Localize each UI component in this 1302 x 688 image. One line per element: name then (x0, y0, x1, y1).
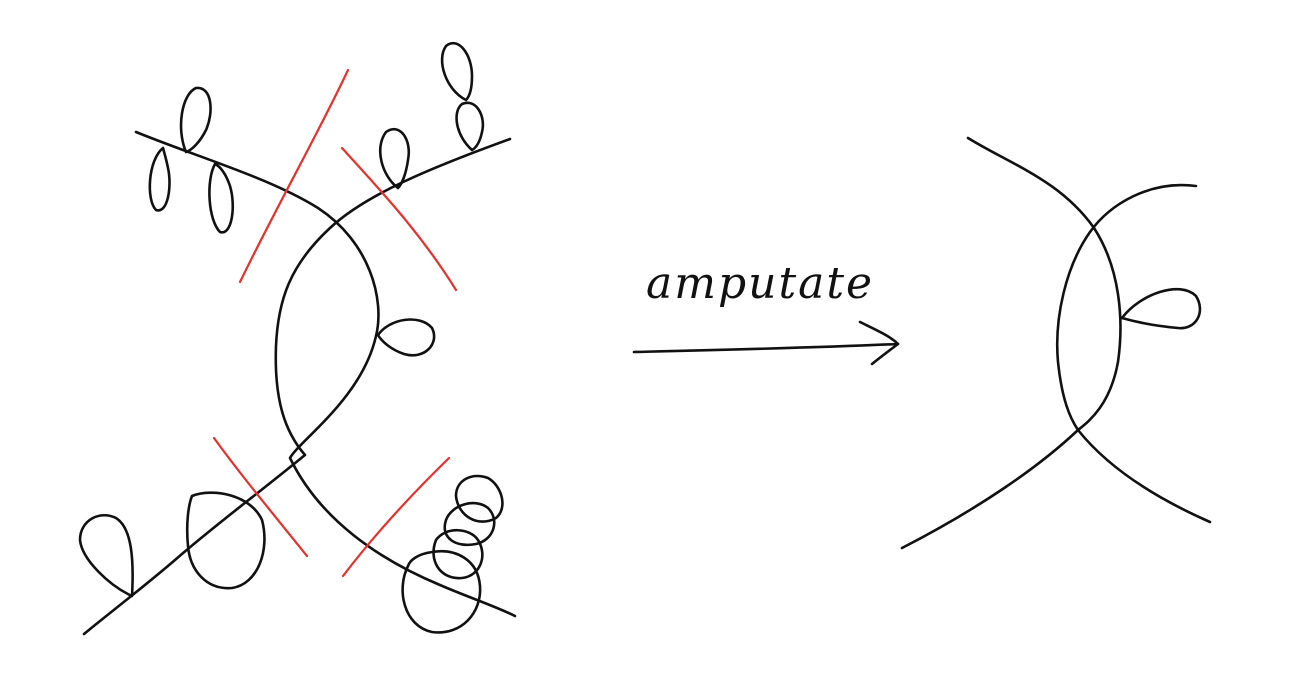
cut-mark-lower-right (341, 456, 451, 578)
loop-lr-3 (443, 501, 496, 547)
cut-mark-upper-right (340, 146, 458, 292)
cut-marks (212, 68, 458, 578)
left-graph (78, 42, 517, 636)
left-curve-b (82, 137, 512, 636)
loop-lr-1 (401, 549, 482, 634)
loop-ur-3 (440, 42, 474, 102)
loop-ul-3 (208, 162, 234, 234)
cut-mark-upper-left (238, 68, 350, 284)
arrow-shaft (632, 342, 900, 354)
arrow-label: amputate (646, 258, 875, 309)
right-loop (1120, 287, 1202, 330)
right-graph (900, 136, 1212, 550)
loop-lr-4 (454, 474, 504, 523)
loop-ur-1 (378, 128, 411, 190)
arrow-head (858, 320, 900, 366)
loop-ul-1 (179, 86, 212, 154)
loop-mid (376, 318, 436, 357)
arrow (632, 320, 900, 366)
left-curve-a (134, 130, 517, 618)
cut-mark-lower-left (212, 436, 309, 558)
loop-ll-1 (78, 513, 134, 598)
loop-ll-2 (185, 491, 266, 590)
loop-lr-2 (432, 528, 484, 580)
right-curve-b (900, 183, 1198, 550)
loop-ur-2 (455, 101, 485, 152)
right-curve-a (966, 136, 1212, 524)
loop-ul-2 (148, 146, 171, 212)
